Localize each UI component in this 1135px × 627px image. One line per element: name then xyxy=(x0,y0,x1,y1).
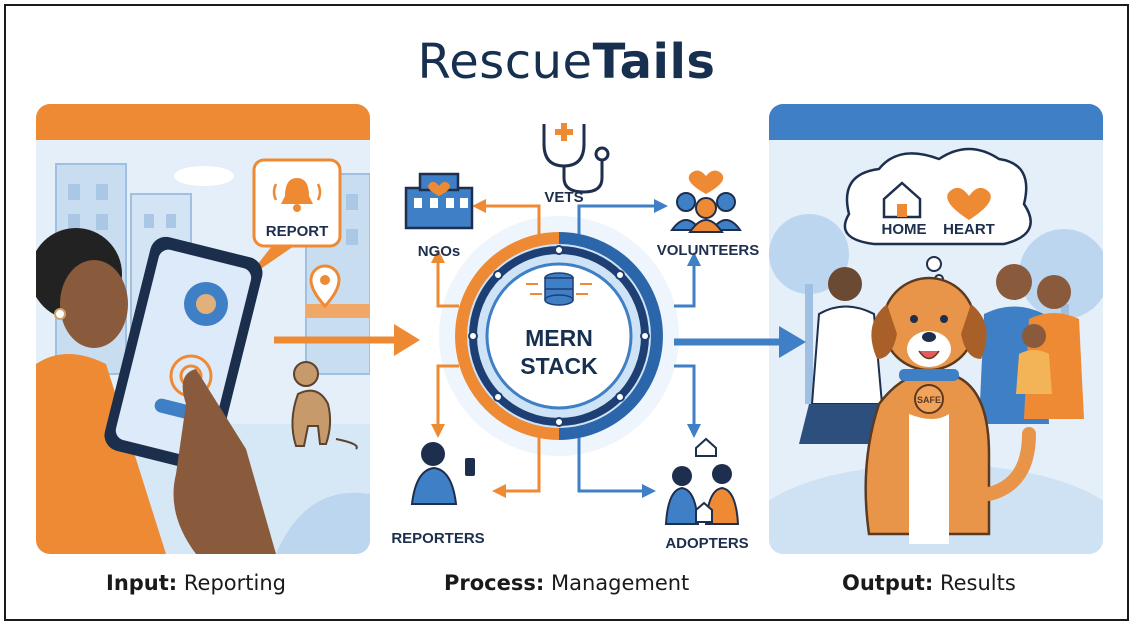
output-illustration: HOME HEART xyxy=(769,104,1103,554)
process-diagram: MERN STACK VETS NGOs xyxy=(274,123,806,552)
connector-volunteers-2 xyxy=(674,264,696,308)
report-label: REPORT xyxy=(266,223,329,240)
volunteer-person-icon xyxy=(799,267,899,444)
node-volunteers: VOLUNTEERS xyxy=(657,170,760,259)
bell-icon xyxy=(281,178,313,204)
title-rescue: Rescue xyxy=(417,34,593,90)
database-icon xyxy=(526,272,592,306)
adopted-dog-icon: SAFE xyxy=(864,276,1036,544)
connector-reporters-2 xyxy=(504,434,541,493)
hub-line1: MERN xyxy=(525,325,593,351)
connector-volunteers xyxy=(577,204,656,239)
caption-process: Process: Management xyxy=(444,571,689,595)
caption-input-bold: Input: xyxy=(106,571,178,595)
caption-output-bold: Output: xyxy=(842,571,934,595)
thought-heart-label: HEART xyxy=(943,221,995,238)
volunteers-group-icon xyxy=(670,170,742,233)
input-panel: REPORT xyxy=(36,104,370,554)
collar-tag xyxy=(914,384,944,414)
thought-home-label: HOME xyxy=(882,221,927,238)
caption-input: Input: Reporting xyxy=(106,571,286,595)
caption-process-bold: Process: xyxy=(444,571,545,595)
input-arrow-head xyxy=(394,324,420,356)
node-adopters: ADOPTERS xyxy=(664,437,749,552)
stethoscope-icon xyxy=(542,124,610,194)
node-vets: VETS xyxy=(542,123,610,206)
connector-adopters-2 xyxy=(577,434,644,493)
node-reporters: REPORTERS xyxy=(391,442,485,547)
infographic-frame: RescueTails xyxy=(4,4,1129,621)
output-panel: HOME HEART xyxy=(769,104,1103,554)
caption-output-text: Results xyxy=(939,571,1016,595)
reporter-person-icon xyxy=(410,442,475,505)
thought-cloud: HOME HEART xyxy=(843,147,1032,284)
home-icon xyxy=(882,181,922,219)
title-tails: Tails xyxy=(592,34,716,90)
caption-input-text: Reporting xyxy=(183,571,286,595)
caption-output: Output: Results xyxy=(842,571,1016,595)
ngo-building-icon xyxy=(404,172,474,230)
location-pin-icon xyxy=(309,264,341,309)
node-ngos: NGOs xyxy=(404,172,474,260)
stray-dog-icon xyxy=(291,361,358,450)
vets-label: VETS xyxy=(544,189,583,206)
connector-reporters xyxy=(436,364,459,426)
connector-ngos xyxy=(484,204,541,239)
connector-ngos-2 xyxy=(436,261,459,308)
reporters-label: REPORTERS xyxy=(391,530,484,547)
family-icon xyxy=(979,264,1084,424)
mern-stack-hub: MERN STACK xyxy=(455,232,663,440)
adopters-family-icon xyxy=(664,437,740,525)
hub-line2: STACK xyxy=(520,353,598,379)
page-title: RescueTails xyxy=(6,34,1127,90)
ngos-label: NGOs xyxy=(418,243,461,260)
tag-label: SAFE xyxy=(917,395,941,405)
connector-adopters xyxy=(674,364,696,426)
output-arrow-head xyxy=(779,326,806,358)
heart-icon xyxy=(947,187,991,220)
volunteers-label: VOLUNTEERS xyxy=(657,242,760,259)
input-illustration: REPORT xyxy=(36,104,370,554)
caption-process-text: Management xyxy=(550,571,690,595)
adopters-label: ADOPTERS xyxy=(665,535,748,552)
